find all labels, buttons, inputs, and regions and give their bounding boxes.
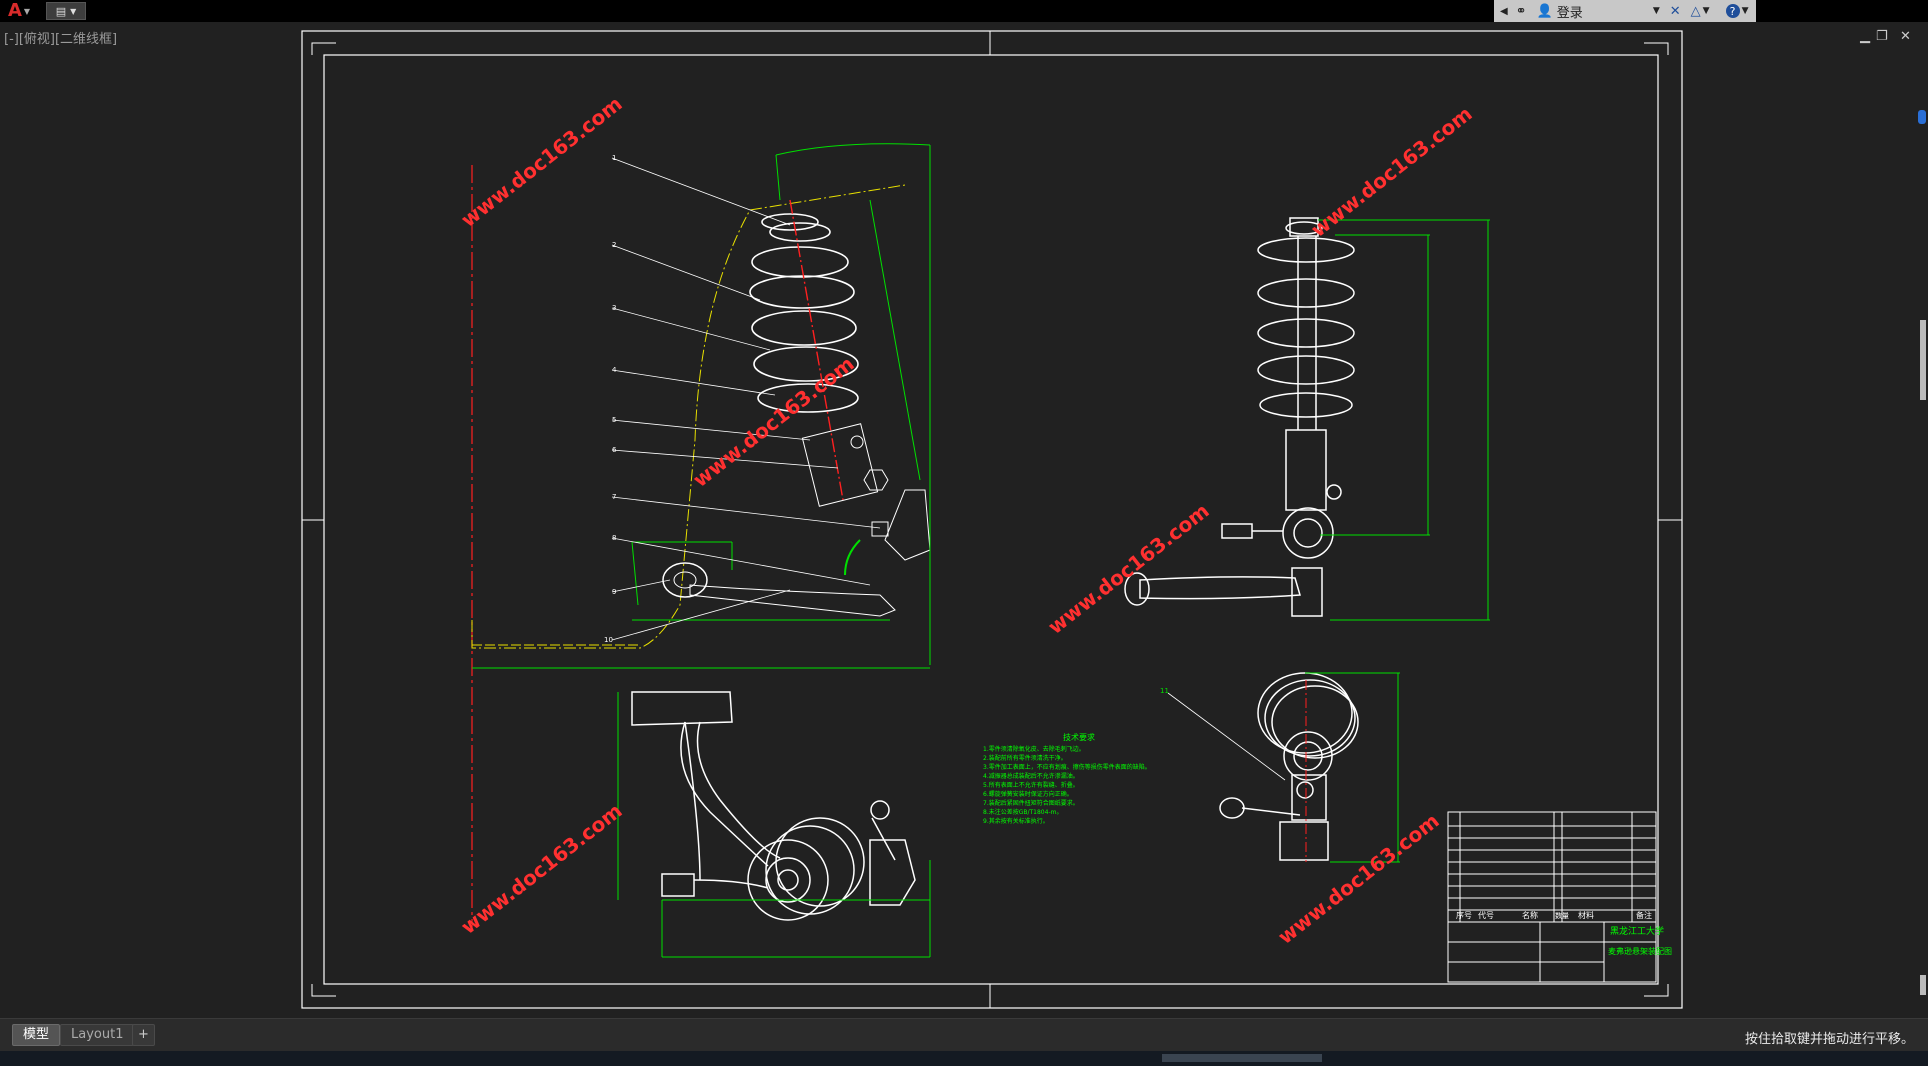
watermark-text: www.doc163.com xyxy=(1306,101,1476,241)
corner-mark xyxy=(1644,42,1669,55)
front-view-dimensions xyxy=(472,143,931,669)
knuckle-boss xyxy=(871,521,889,537)
document-icon: ▤ xyxy=(55,4,67,18)
watermark-text: www.doc163.com xyxy=(1043,498,1213,638)
notes-line: 4.减振器总成装配后不允许渗漏油。 xyxy=(983,772,1079,780)
callout-number: 2 xyxy=(612,241,616,249)
callout-number: 3 xyxy=(612,304,616,312)
signin-bar: ◀ ⚭ 👤 登录 ▼ ✕ △ ▼ ? ▼ xyxy=(1494,0,1756,22)
notes-line: 2.装配前所有零件须清洗干净。 xyxy=(983,754,1067,762)
bushing xyxy=(662,562,708,598)
wheel-outline xyxy=(471,184,906,649)
callout-number: 10 xyxy=(604,636,613,644)
title-block xyxy=(1447,811,1657,983)
help-icon[interactable]: ? xyxy=(1725,4,1740,18)
plan-view-assembly xyxy=(631,691,916,921)
title-bar: A ▼ ▤ ▼ ◀ ⚭ 👤 登录 ▼ ✕ △ ▼ ? ▼ xyxy=(0,0,1928,22)
notes-line: 7.装配后紧固件扭矩符合图纸要求。 xyxy=(983,799,1079,807)
parts-header: 备注 xyxy=(1636,910,1652,920)
parts-header: 序号 xyxy=(1456,910,1472,920)
parts-header: 材料 xyxy=(1578,910,1594,920)
plan-view-dimensions xyxy=(617,692,931,958)
right-edge-toolbar xyxy=(1916,60,1928,1010)
autocad-logo-icon: A xyxy=(7,0,22,21)
coil-spring xyxy=(749,213,859,413)
callout-number: 5 xyxy=(612,416,616,424)
front-view-assembly: 1 2 3 4 5 6 7 8 9 10 xyxy=(471,143,931,930)
callout-leader xyxy=(1167,692,1286,781)
bushing-inner xyxy=(673,571,697,589)
corner-mark xyxy=(311,984,336,997)
bolt-circle xyxy=(850,435,864,449)
notes-line: 9.其余按有关标准执行。 xyxy=(983,817,1049,825)
tab-layout1[interactable]: Layout1 xyxy=(60,1024,135,1046)
chevron-down-icon[interactable]: ▼ xyxy=(1741,6,1749,16)
notes-title: 技术要求 xyxy=(1063,732,1095,742)
user-icon: 👤 xyxy=(1536,3,1553,19)
binoculars-icon[interactable]: ⚭ xyxy=(1515,3,1527,19)
company-name: 黑龙江工大学 xyxy=(1610,925,1664,937)
chevron-down-icon: ▼ xyxy=(70,6,77,16)
callout-number: 6 xyxy=(612,446,617,454)
watermark-text: www.doc163.com xyxy=(456,798,626,938)
status-message: 按住拾取键并拖动进行平移。 xyxy=(1744,1032,1914,1047)
signin-label[interactable]: 登录 xyxy=(1556,5,1583,21)
callout-number: 7 xyxy=(612,493,616,501)
callout-number: 11 xyxy=(1160,687,1169,695)
scrollbar-thumb[interactable] xyxy=(1162,1054,1322,1062)
drawing-title: 麦弗逊悬架装配图 xyxy=(1608,946,1672,956)
application-menu-button[interactable]: A ▼ xyxy=(0,0,38,22)
restore-icon[interactable]: ❐ xyxy=(1876,29,1888,44)
layout-tabs-bar: 模型 Layout1 + 按住拾取键并拖动进行平移。 xyxy=(0,1018,1928,1051)
callout-number: 4 xyxy=(612,366,617,374)
notes-line: 5.所有表面上不允许有裂缝、折叠。 xyxy=(983,781,1079,789)
notes-line: 3.零件加工表面上，不应有划痕、擦伤等损伤零件表面的缺陷。 xyxy=(983,763,1151,771)
chevron-down-icon[interactable]: ▼ xyxy=(1652,6,1660,16)
triangle-icon[interactable]: △ xyxy=(1690,3,1701,19)
add-layout-icon[interactable]: + xyxy=(132,1024,155,1046)
knuckle xyxy=(884,489,931,561)
chevron-down-icon[interactable]: ▼ xyxy=(1702,6,1710,16)
scroll-left-icon[interactable]: ◀ xyxy=(1500,5,1508,17)
callout-number: 9 xyxy=(612,588,616,596)
viewport-label[interactable]: [-][俯视][二维线框] xyxy=(4,32,118,47)
technical-notes: 技术要求 1.零件须清除氧化皮、去除毛刺飞边。 2.装配前所有零件须清洗干净。 … xyxy=(983,732,1151,825)
corner-mark xyxy=(311,42,336,55)
strut-axis xyxy=(789,199,844,501)
top-view-dimensions xyxy=(1305,672,1400,863)
parts-header: 代号 xyxy=(1478,910,1494,920)
damper-body xyxy=(801,423,879,507)
minimize-icon[interactable]: ▁ xyxy=(1860,29,1870,44)
side-view-assembly xyxy=(1124,217,1355,617)
notes-line: 1.零件须清除氧化皮、去除毛刺飞边。 xyxy=(983,745,1085,753)
notes-line: 8.未注公差按GB/T1804-m。 xyxy=(983,808,1062,816)
lower-arm xyxy=(689,584,896,617)
watermark-text: www.doc163.com xyxy=(1273,808,1443,948)
sheet-inner-border xyxy=(323,54,1659,985)
chevron-down-icon: ▼ xyxy=(23,6,31,16)
watermark-text: www.doc163.com xyxy=(688,351,858,491)
callout-number: 8 xyxy=(612,534,616,542)
side-view-dimensions xyxy=(1318,219,1490,621)
close-icon[interactable]: ✕ xyxy=(1900,29,1911,44)
watermark-text: www.doc163.com xyxy=(456,91,626,231)
parts-header: 数量 xyxy=(1555,911,1569,920)
tab-model[interactable]: 模型 xyxy=(12,1024,61,1046)
angle-arc xyxy=(844,539,861,576)
notes-line: 6.螺旋弹簧安装时保证方向正确。 xyxy=(983,790,1073,798)
callout-leaders xyxy=(611,157,881,641)
quick-access-button[interactable]: ▤ ▼ xyxy=(46,2,86,20)
top-view-assembly xyxy=(1219,672,1359,861)
corner-mark xyxy=(1644,984,1669,997)
callout-number: 1 xyxy=(612,154,616,162)
exchange-icon[interactable]: ✕ xyxy=(1669,3,1681,19)
parts-header: 名称 xyxy=(1522,910,1538,920)
bottom-scrollbar[interactable] xyxy=(0,1051,1928,1066)
hex-nut xyxy=(863,469,889,491)
